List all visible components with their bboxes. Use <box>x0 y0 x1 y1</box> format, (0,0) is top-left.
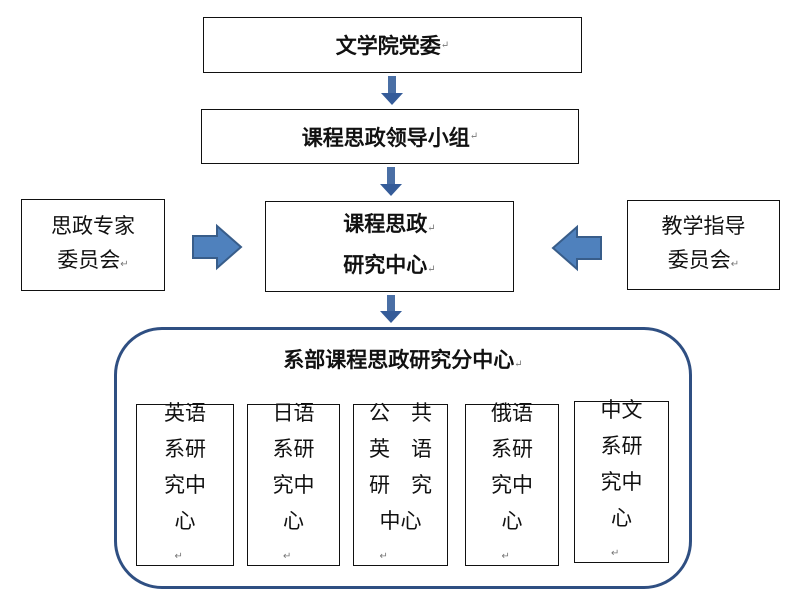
subcenter-line: 究中 <box>491 473 533 497</box>
subcenter-line: 系研 <box>600 434 643 458</box>
subcenter-line: 日语 <box>272 401 315 425</box>
return-mark-icon: ↵ <box>120 258 129 270</box>
arrow-down-shaft-1 <box>388 76 396 94</box>
research-center-box: 课程思政↵ 研究中心↵ <box>265 201 514 292</box>
arrow-down-shaft-3 <box>387 295 395 312</box>
expert-committee-line2: 委员会 <box>57 247 121 272</box>
return-mark-icon: ↵ <box>427 263 436 275</box>
subcenter-line: 俄语 <box>491 401 533 425</box>
return-mark-icon: ↵ <box>611 548 620 559</box>
arrow-down-shaft-2 <box>387 167 395 185</box>
arrow-down-head-2 <box>380 184 402 196</box>
party-committee-box: 文学院党委↵ <box>203 17 582 73</box>
leading-group-box: 课程思政领导小组↵ <box>201 109 579 164</box>
subcenter-chinese: 中文 系研 究中 心 ↵ <box>574 398 669 563</box>
expert-committee-box: 思政专家 委员会↵ <box>21 199 165 291</box>
subcenter-russian: 俄语 系研 究中 心 ↵ <box>465 401 559 566</box>
subcenter-line: 究中 <box>272 473 315 497</box>
block-arrow-right <box>192 223 243 271</box>
arrow-down-head-1 <box>381 93 403 105</box>
department-group-title: 系部课程思政研究分中心↵ <box>114 344 692 374</box>
return-mark-icon: ↵ <box>730 258 740 270</box>
subcenter-line: 心 <box>174 509 196 533</box>
department-group-title-text: 系部课程思政研究分中心 <box>283 347 515 372</box>
subcenter-line: 中心 <box>379 509 422 533</box>
subcenter-line: 研 究 <box>369 473 432 497</box>
subcenter-line: 心 <box>611 506 632 530</box>
research-center-line2: 研究中心 <box>343 251 428 277</box>
subcenter-line: 中文 <box>600 398 643 422</box>
subcenter-line: 心 <box>501 509 523 533</box>
subcenter-line: 究中 <box>164 473 206 497</box>
arrow-down-head-3 <box>380 311 402 323</box>
subcenter-line: 英 语 <box>369 437 432 461</box>
return-mark-icon: ↵ <box>514 359 523 370</box>
return-mark-icon: ↵ <box>427 222 436 234</box>
return-mark-icon: ↵ <box>283 551 292 562</box>
subcenter-japanese: 日语 系研 究中 心 ↵ <box>247 401 340 566</box>
subcenter-line: 究中 <box>600 470 643 494</box>
teaching-committee-line2: 委员会 <box>667 247 731 272</box>
expert-committee-line1: 思政专家 <box>51 213 135 238</box>
leading-group-label: 课程思政领导小组 <box>301 124 470 150</box>
subcenter-line: 英语 <box>164 401 206 425</box>
subcenter-public-english: 公 共 英 语 研 究 中心 ↵ <box>353 401 448 566</box>
subcenter-line: 系研 <box>491 437 533 461</box>
teaching-committee-line1: 教学指导 <box>661 213 746 238</box>
return-mark-icon: ↵ <box>379 551 388 562</box>
subcenter-line: 心 <box>283 509 304 533</box>
subcenter-english: 英语 系研 究中 心 ↵ <box>136 401 234 566</box>
research-center-line1: 课程思政 <box>343 210 428 236</box>
teaching-committee-box: 教学指导 委员会↵ <box>627 200 780 290</box>
return-mark-icon: ↵ <box>469 131 479 142</box>
subcenter-line: 系研 <box>164 437 206 461</box>
subcenter-line: 公 共 <box>369 401 432 425</box>
return-mark-icon: ↵ <box>501 551 510 562</box>
return-mark-icon: ↵ <box>440 39 450 51</box>
subcenter-line: 系研 <box>272 437 315 461</box>
block-arrow-left <box>551 224 602 272</box>
return-mark-icon: ↵ <box>174 551 183 562</box>
party-committee-label: 文学院党委 <box>335 33 441 58</box>
